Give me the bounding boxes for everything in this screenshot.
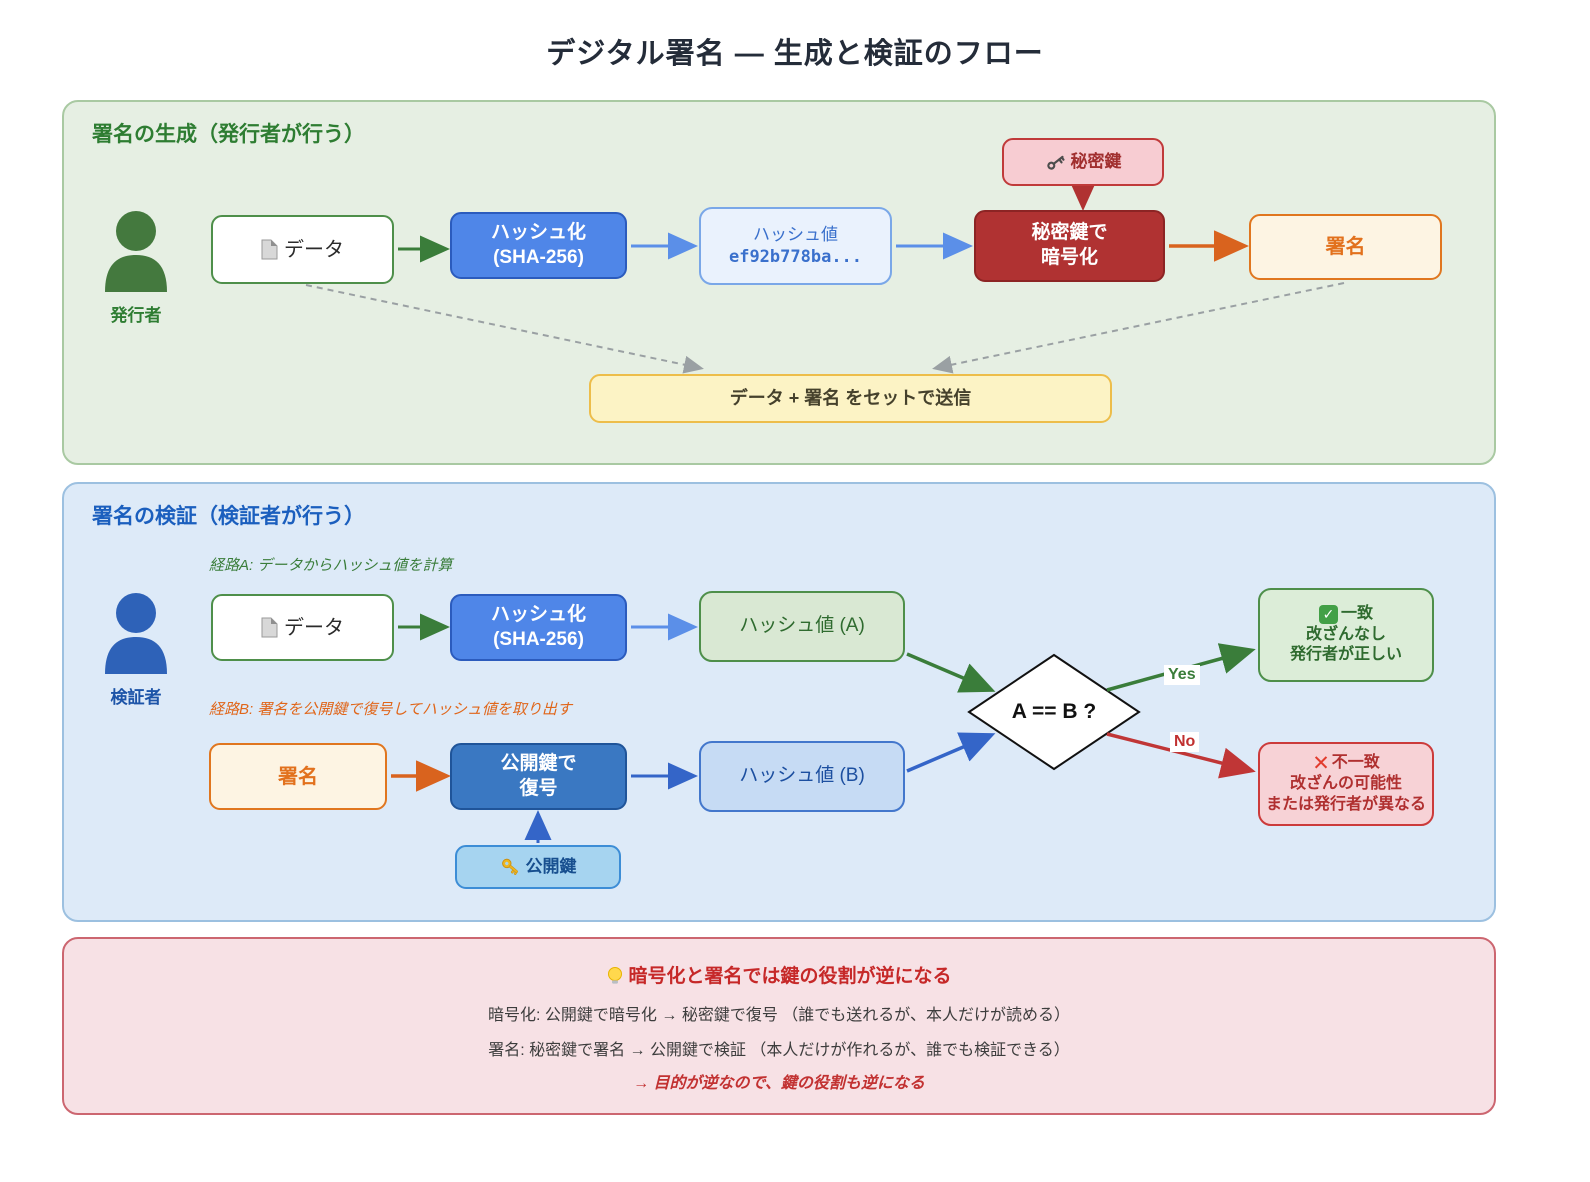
lightbulb-icon (608, 967, 623, 984)
private-key-label: 秘密鍵 (1070, 151, 1122, 171)
match-line2: 改ざんなし (1305, 625, 1386, 643)
signature-verification-panel: 署名の検証（検証者が行う） 経路A: データからハッシュ値を計算 検証者 (62, 482, 1496, 922)
hashvalue-a-label: ハッシュ値 (A) (739, 615, 865, 637)
hash-label-line2: (SHA-256) (493, 246, 584, 268)
document-icon (261, 617, 278, 638)
check-icon (1318, 604, 1338, 624)
decrypt-with-public-key-node: 公開鍵で 復号 (450, 743, 627, 810)
no-edge-label: No (1170, 732, 1200, 752)
verification-panel-title: 署名の検証（検証者が行う） (92, 505, 365, 528)
private-key-icon (1046, 155, 1065, 170)
cross-icon (1312, 753, 1330, 774)
decrypt-label-line1: 公開鍵で (500, 752, 577, 774)
encrypt-label-line1: 秘密鍵で (1031, 222, 1108, 244)
decision-label: A == B ? (1011, 700, 1097, 723)
encrypt-label-line2: 暗号化 (1040, 247, 1098, 268)
note-line-encryption: 暗号化: 公開鍵で暗号化 → 秘密鍵で復号 （誰でも送れるが、本人だけが読める） (488, 1007, 1070, 1024)
match-line3: 発行者が正しい (1289, 646, 1402, 664)
mismatch-line3: または発行者が異なる (1265, 795, 1426, 813)
hash-label-line1: ハッシュ化 (490, 603, 586, 625)
key-roles-note-panel: 暗号化と署名では鍵の役割が逆になる 暗号化: 公開鍵で暗号化 → 秘密鍵で復号 … (62, 937, 1496, 1115)
generation-signature-label: 署名 (1325, 236, 1366, 258)
generation-panel-title: 署名の生成（発行者が行う） (92, 123, 365, 146)
hash-label-line2: (SHA-256) (493, 628, 584, 650)
generation-hashvalue-node: ハッシュ値 ef92b778ba... (699, 207, 892, 285)
public-key-icon (501, 858, 518, 875)
path-a-note: 経路A: データからハッシュ値を計算 (209, 557, 453, 574)
person-icon (105, 593, 167, 674)
hashvalue-label: ハッシュ値 (753, 224, 838, 244)
match-result-node: 一致 改ざんなし 発行者が正しい (1258, 588, 1434, 682)
verification-signature-node: 署名 (209, 743, 387, 810)
verification-signature-label: 署名 (278, 765, 318, 788)
hash-label-line1: ハッシュ化 (490, 221, 586, 243)
page-title: デジタル署名 — 生成と検証のフロー (546, 38, 1044, 70)
public-key-node: 公開鍵 (455, 845, 621, 889)
verification-data-label: データ (284, 616, 344, 639)
verifier-actor: 検証者 (100, 590, 172, 708)
note-line-signature: 署名: 秘密鍵で署名 → 公開鍵で検証 （本人だけが作れるが、誰でも検証できる） (488, 1042, 1070, 1059)
decrypt-label-line2: 復号 (519, 777, 558, 799)
path-b-note: 経路B: 署名を公開鍵で復号してハッシュ値を取り出す (209, 701, 572, 718)
issuer-actor: 発行者 (100, 208, 172, 326)
dashed-arrow-signature-to-send (932, 282, 1345, 374)
generation-data-label: データ (284, 238, 344, 261)
encrypt-with-private-key-node: 秘密鍵で 暗号化 (974, 210, 1165, 282)
private-key-node: 秘密鍵 (1002, 138, 1164, 186)
issuer-label: 発行者 (110, 306, 162, 325)
hashvalue-b-node: ハッシュ値 (B) (699, 741, 905, 812)
hashvalue-sample: ef92b778ba... (728, 247, 863, 267)
generation-data-node: データ (211, 215, 394, 284)
document-icon (261, 239, 278, 260)
hashvalue-a-node: ハッシュ値 (A) (699, 591, 905, 662)
signature-generation-panel: 署名の生成（発行者が行う） 発行者 データ (62, 100, 1496, 465)
mismatch-line2: 改ざんの可能性 (1289, 774, 1402, 792)
match-line1: 一致 (1340, 604, 1373, 622)
mismatch-result-node: 不一致 改ざんの可能性 または発行者が異なる (1258, 742, 1434, 826)
dashed-arrow-data-to-send (305, 284, 704, 374)
verifier-label: 検証者 (110, 688, 162, 707)
yes-edge-label: Yes (1164, 665, 1200, 685)
person-icon (105, 211, 167, 292)
note-conclusion: → 目的が逆なので、鍵の役割も逆になる (633, 1075, 925, 1092)
generation-signature-node: 署名 (1249, 214, 1442, 280)
verification-data-node: データ (211, 594, 394, 661)
hashvalue-b-label: ハッシュ値 (B) (739, 765, 865, 787)
note-title-row: 暗号化と署名では鍵の役割が逆になる (64, 961, 1494, 988)
generation-hash-node: ハッシュ化 (SHA-256) (450, 212, 627, 279)
send-data-and-signature-node: データ + 署名 をセットで送信 (589, 374, 1112, 423)
send-label: データ + 署名 をセットで送信 (729, 387, 972, 408)
mismatch-line1: 不一致 (1331, 753, 1380, 771)
note-title: 暗号化と署名では鍵の役割が逆になる (628, 966, 952, 987)
verification-hash-node: ハッシュ化 (SHA-256) (450, 594, 627, 661)
public-key-label: 公開鍵 (525, 856, 577, 876)
